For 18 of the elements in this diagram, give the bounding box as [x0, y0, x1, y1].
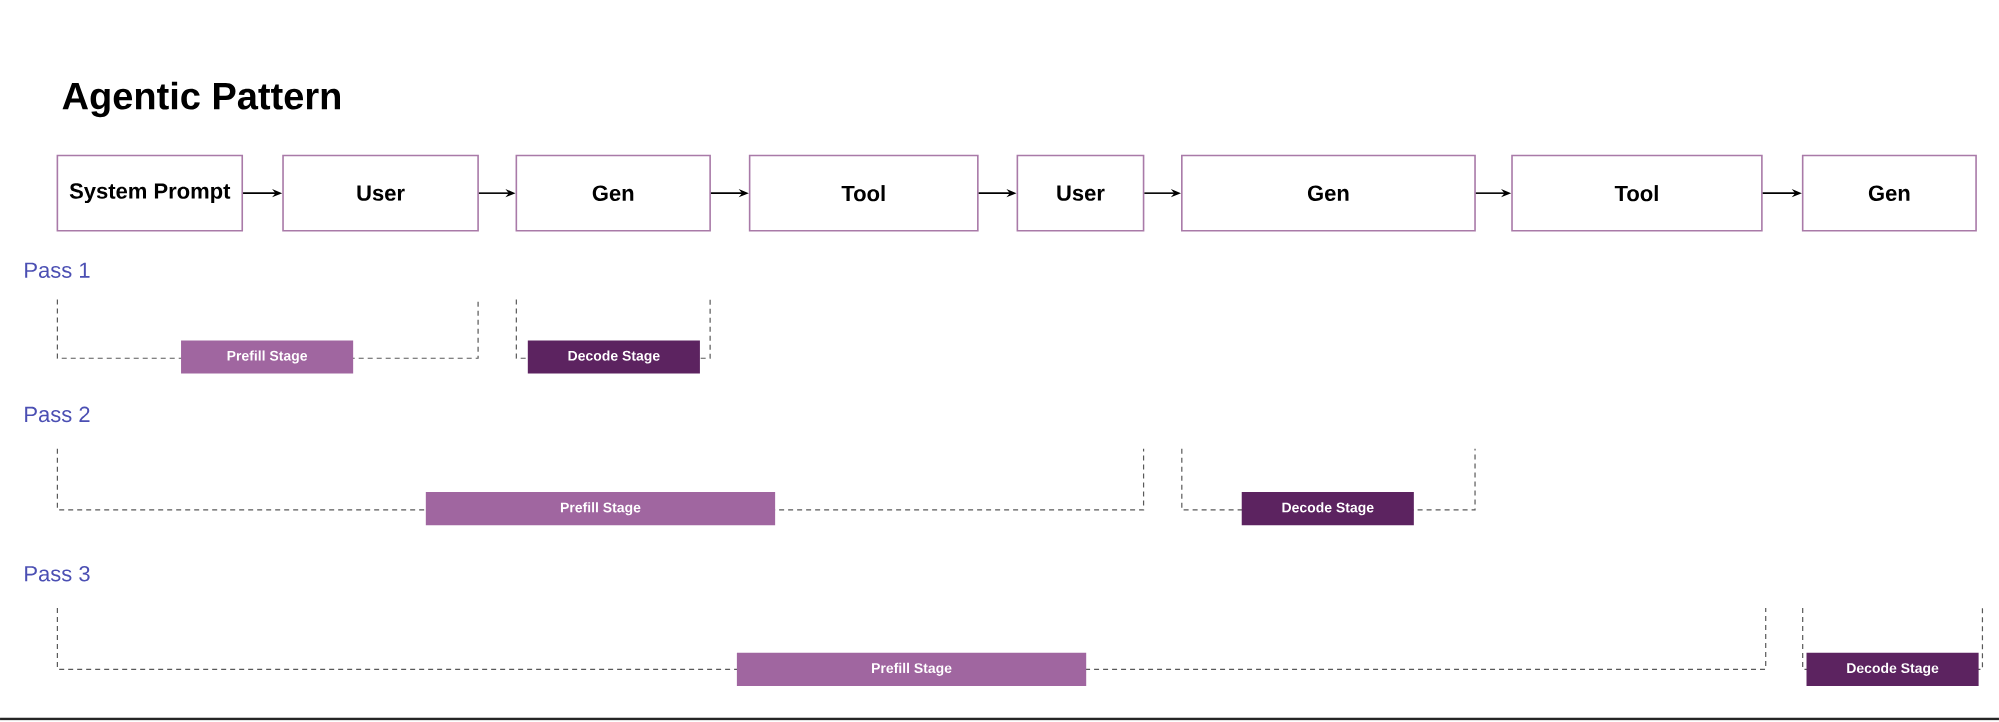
process-box: Gen [1181, 154, 1476, 232]
stage-bar: Decode Stage [1806, 652, 1979, 687]
process-box: System Prompt [56, 154, 244, 232]
title: Agentic Pattern [62, 81, 340, 118]
process-box: Gen [1801, 154, 1977, 232]
process-box: Tool [1511, 154, 1763, 232]
process-box: User [282, 154, 479, 232]
stage-bar: Prefill Stage [181, 340, 354, 374]
pass-label: Pass 1 [25, 262, 90, 279]
stage-bar: Decode Stage [527, 340, 700, 374]
stage-bar: Decode Stage [1241, 492, 1414, 526]
pass-label: Pass 2 [25, 406, 90, 423]
process-box: User [1016, 154, 1145, 232]
stage-bar: Prefill Stage [736, 652, 1087, 687]
pass-label: Pass 3 [25, 566, 90, 582]
process-box: Tool [748, 154, 979, 232]
process-box: Gen [515, 154, 711, 232]
stage-bar: Prefill Stage [425, 492, 776, 526]
